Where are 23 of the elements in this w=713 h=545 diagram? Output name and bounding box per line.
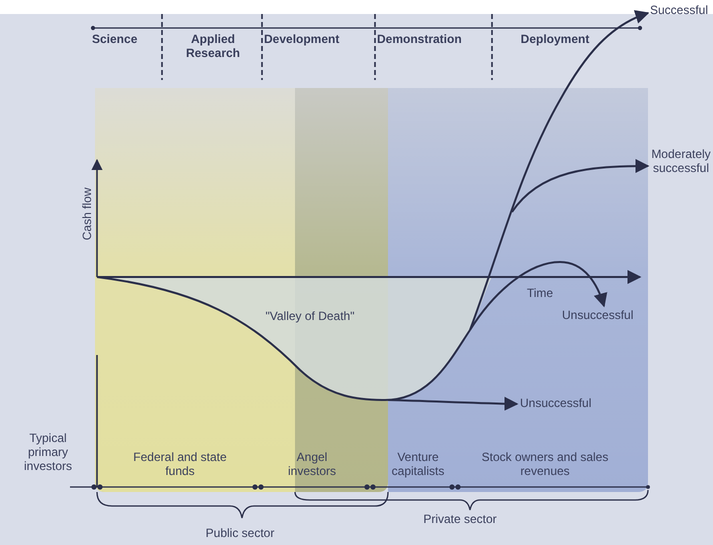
text-label: "Valley of Death"	[264, 310, 356, 324]
text-label: Federal and state funds	[132, 451, 228, 479]
outcome-label: Unsuccessful	[562, 309, 650, 323]
arrow	[511, 159, 650, 213]
arrow	[469, 261, 607, 331]
text-label: Angel investors	[286, 451, 338, 479]
text-label: Public sector	[204, 527, 276, 541]
text-label: Venture capitalists	[390, 451, 446, 479]
axis-label: Cash flow	[81, 186, 95, 242]
arrow	[469, 10, 650, 330]
stage-label: Demonstration	[377, 33, 463, 47]
stage-label: Deployment	[520, 33, 590, 47]
stage-label: Science	[92, 33, 138, 47]
text-label: Typical primary investors	[22, 432, 74, 474]
text-label: Private sector	[422, 513, 498, 527]
outcome-label: Successful	[650, 4, 712, 18]
outcome-label: Unsuccessful	[520, 397, 604, 411]
outcome-label: Moderately successful	[650, 148, 712, 176]
text-label: Time	[526, 287, 554, 301]
stage-label: Applied Research	[184, 33, 242, 61]
stage-label: Development	[264, 33, 340, 47]
text-label: Stock owners and sales revenues	[480, 451, 610, 479]
arrow	[388, 396, 518, 411]
